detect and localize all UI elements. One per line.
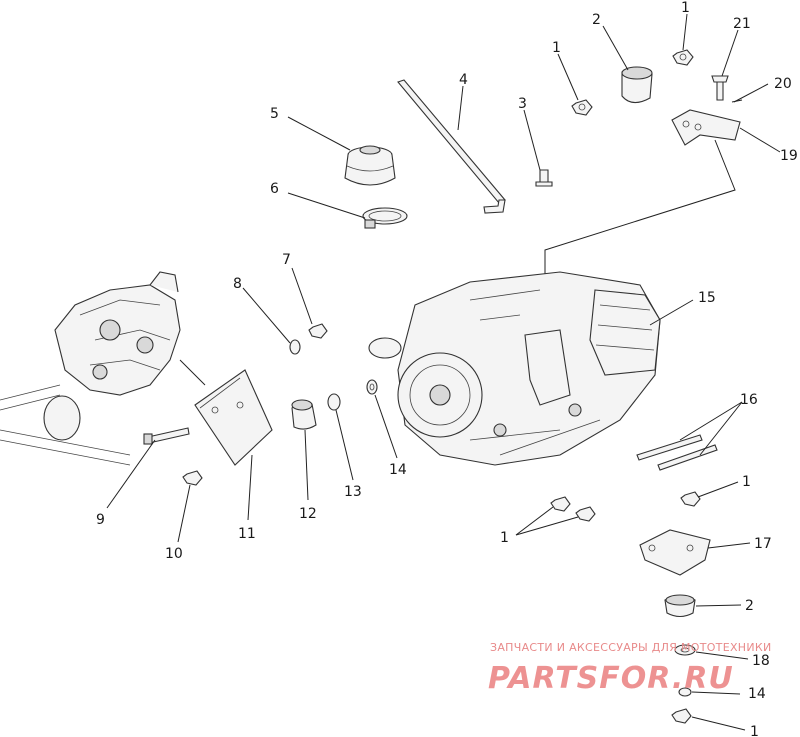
callout-12-bushing: 12 [299, 506, 317, 522]
callout-1-upper-nut: 1 [552, 40, 561, 56]
callout-14-lower-washer: 14 [748, 686, 766, 702]
watermark: ЗАПЧАСТИ И АКСЕССУАРЫ ДЛЯ МОТОТЕХНИКИ PA… [488, 641, 772, 696]
hardware-small-drawing [289, 323, 378, 411]
callout-10-nut: 10 [165, 546, 183, 562]
callout-9-bolt: 9 [96, 512, 105, 528]
callout-labels: 1 2 1 21 20 19 4 3 5 6 7 8 15 16 1 9 10 … [96, 0, 798, 737]
callout-5-boot: 5 [270, 106, 279, 122]
callout-20-pin: 20 [774, 76, 792, 92]
callout-11-bracket: 11 [238, 526, 256, 542]
callout-2-lower-bushing: 2 [745, 598, 754, 614]
left-bracket-drawing [143, 369, 317, 486]
right-mount-drawing [636, 434, 718, 724]
callout-4-shift-rod: 4 [459, 72, 468, 88]
frame-assembly-drawing [0, 271, 206, 466]
watermark-brand: PARTSFOR.RU [488, 661, 734, 696]
callout-19-bracket: 19 [780, 148, 798, 164]
boot-drawing [344, 145, 396, 186]
callout-15-engine: 15 [698, 290, 716, 306]
callout-1-center-nuts: 1 [500, 530, 509, 546]
callout-14-washer: 14 [389, 462, 407, 478]
callout-16-bolts: 16 [740, 392, 758, 408]
callout-21-bolt: 21 [733, 16, 751, 32]
callout-13-washer: 13 [344, 484, 362, 500]
leader-lines [106, 13, 781, 731]
callout-3-screw: 3 [518, 96, 527, 112]
top-mount-drawing [544, 49, 743, 290]
callout-17-bracket: 17 [754, 536, 772, 552]
engine-drawing [368, 271, 661, 466]
callout-1-top-nut: 1 [681, 0, 690, 16]
callout-2-top-bushing: 2 [592, 12, 601, 28]
callout-6-clamp: 6 [270, 181, 279, 197]
callout-18-washer: 18 [752, 653, 770, 669]
callout-1-right-nut: 1 [742, 474, 751, 490]
watermark-tagline: ЗАПЧАСТИ И АКСЕССУАРЫ ДЛЯ МОТОТЕХНИКИ [490, 641, 772, 654]
center-nuts-drawing [550, 496, 596, 522]
callout-1-bottom-nut: 1 [750, 724, 759, 737]
screw-drawing [535, 169, 553, 187]
shift-rod-drawing [397, 79, 506, 214]
callout-7-nut: 7 [282, 252, 291, 268]
clamp-drawing [362, 207, 408, 229]
callout-8-washer: 8 [233, 276, 242, 292]
